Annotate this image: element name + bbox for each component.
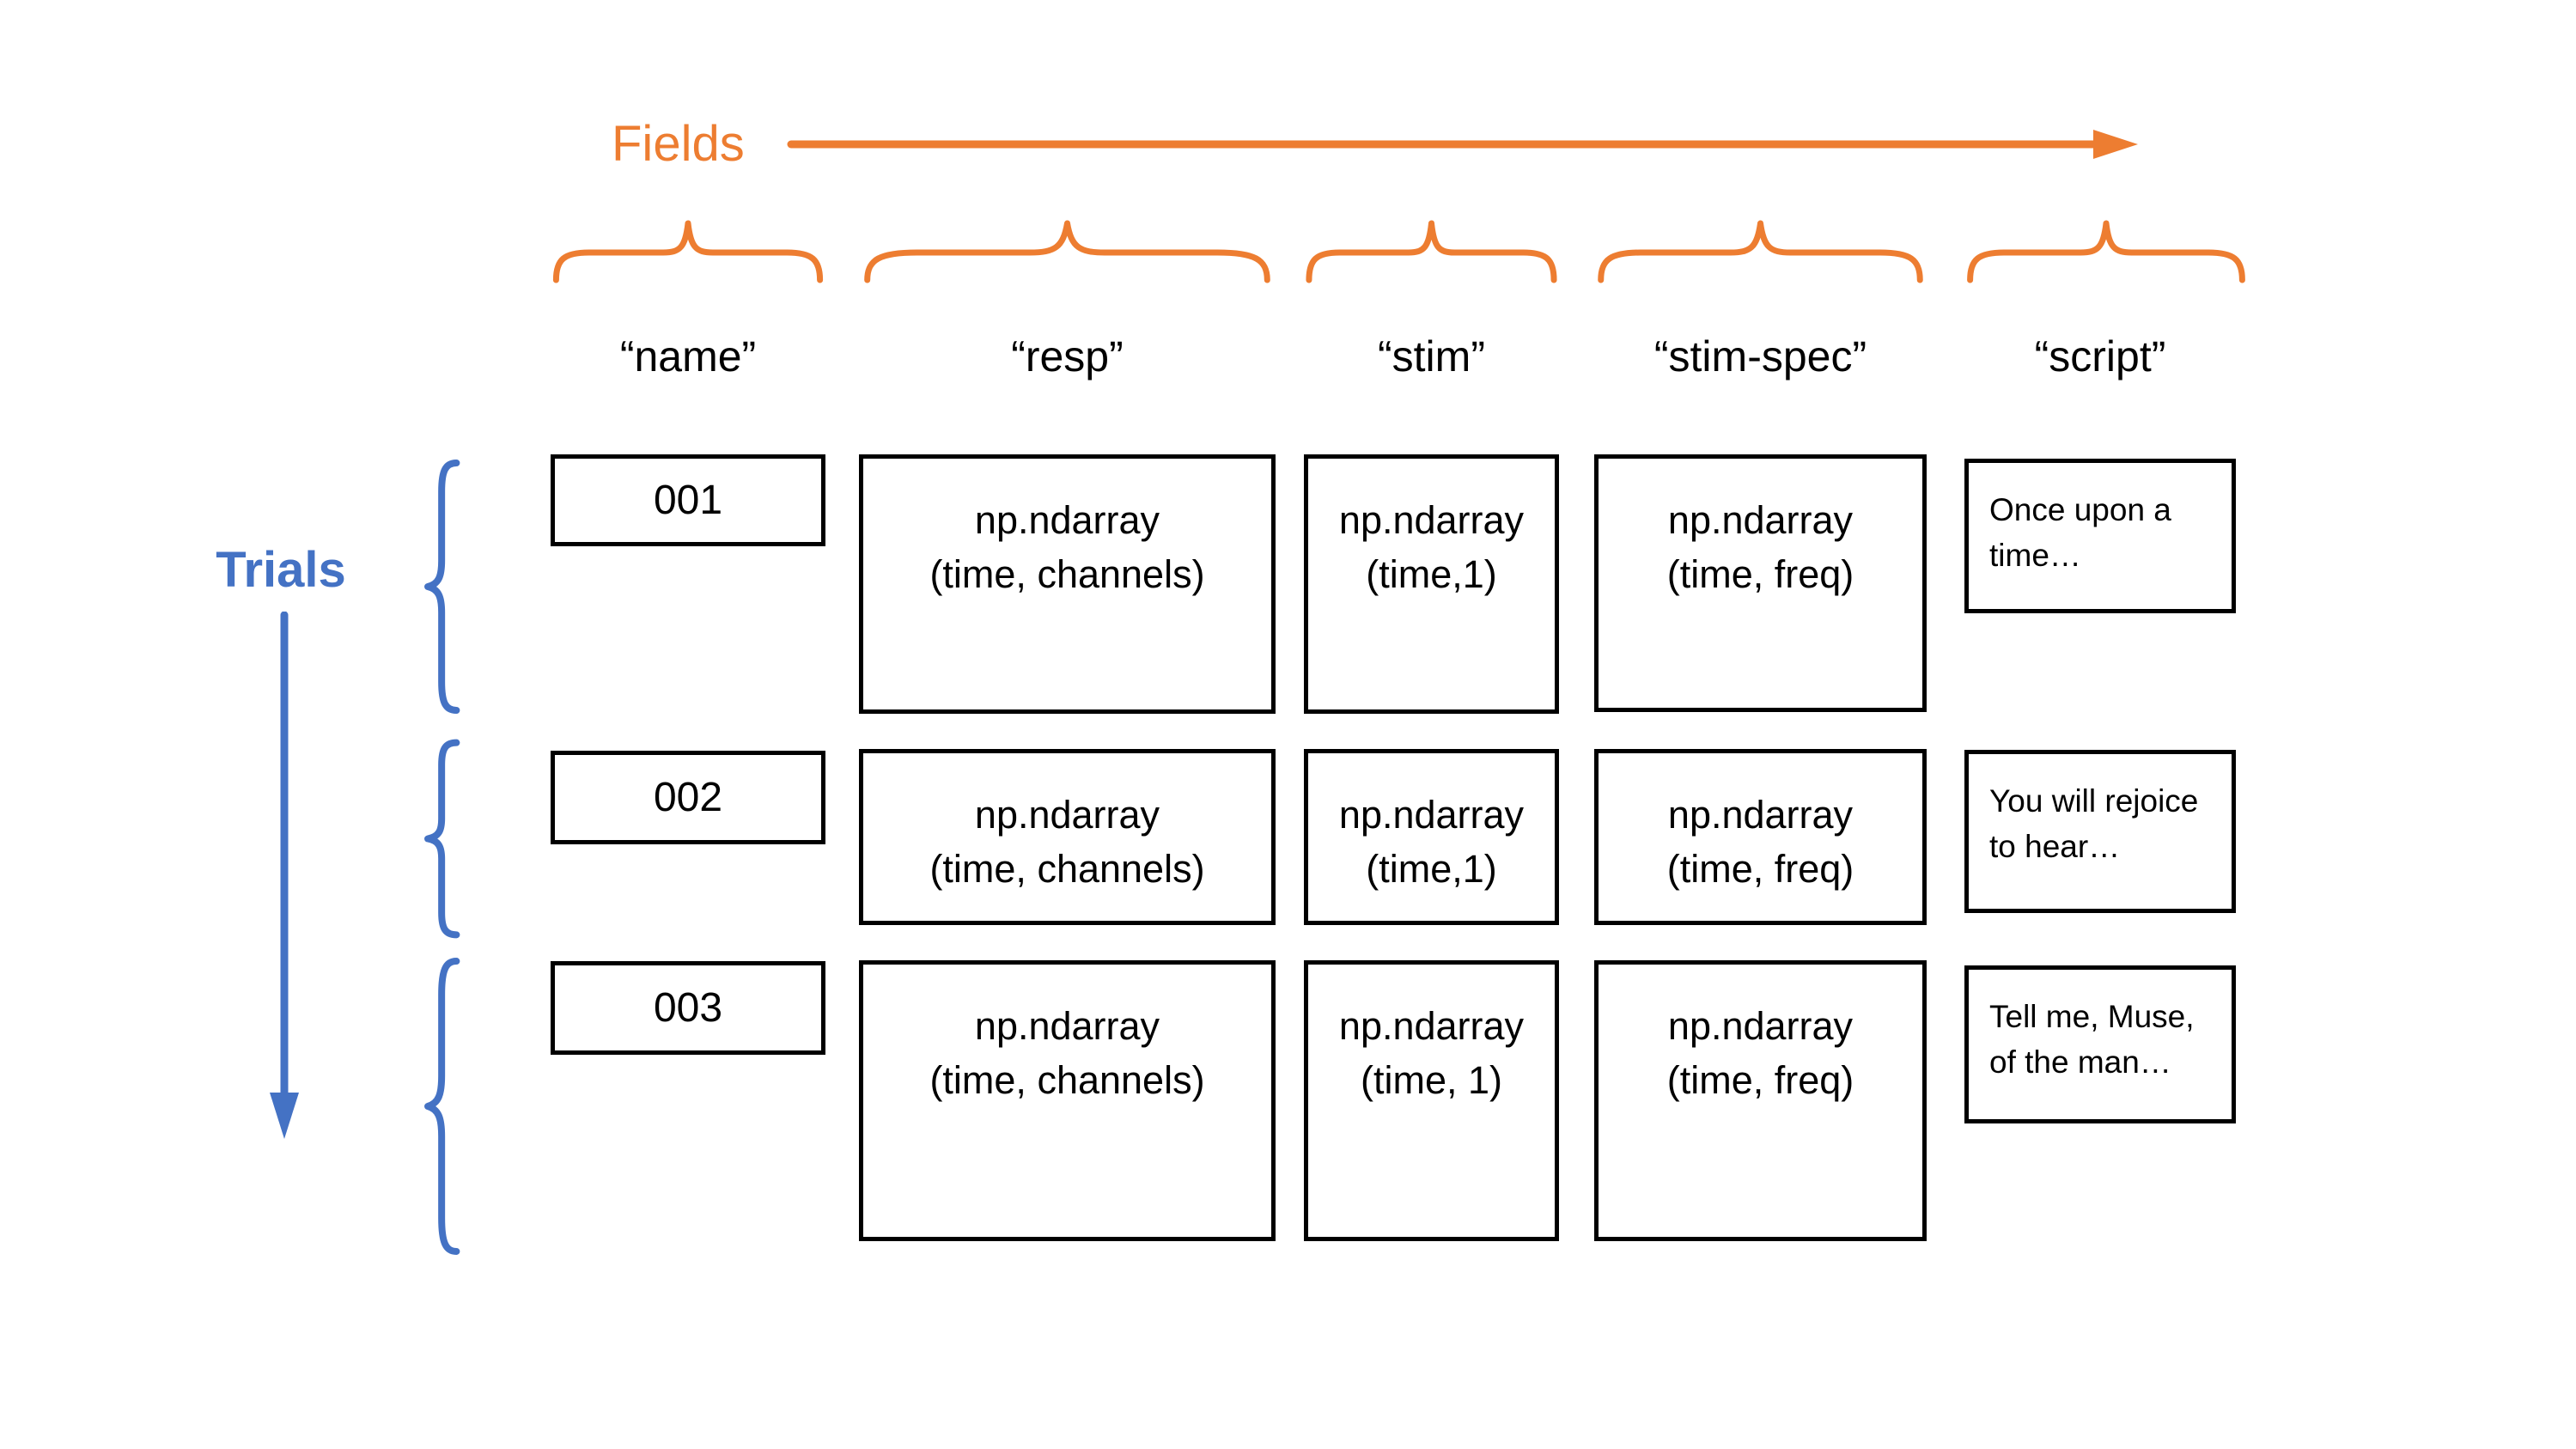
trials-arrow-icon — [270, 612, 299, 1139]
cell-text-line: of the man… — [1989, 1044, 2171, 1080]
cell-text-line: Tell me, Muse, — [1989, 999, 2195, 1034]
cell-text-line: np.ndarray — [974, 1004, 1160, 1048]
cell-text-line: (time, freq) — [1666, 847, 1854, 891]
cell-text-line: time… — [1989, 538, 2081, 573]
cell-text-line: np.ndarray — [1338, 793, 1525, 837]
column-brace-resp-icon — [859, 215, 1276, 283]
column-brace-stim-icon — [1304, 215, 1559, 283]
row-brace-2-icon — [421, 739, 460, 939]
cell-row3-stim: np.ndarray (time, 1) — [1304, 960, 1559, 1241]
cell-text-line: (time,1) — [1366, 552, 1497, 596]
cell-row2-script: You will rejoice to hear… — [1964, 750, 2236, 913]
cell-row2-stim-spec: np.ndarray (time, freq) — [1594, 749, 1927, 925]
cell-row1-stim: np.ndarray (time,1) — [1304, 454, 1559, 714]
cell-text-line: (time, channels) — [929, 847, 1205, 891]
column-header-name: “name” — [619, 332, 757, 381]
cell-row2-stim: np.ndarray (time,1) — [1304, 749, 1559, 925]
cell-text-line: np.ndarray — [974, 498, 1160, 542]
cell-text-line: (time, 1) — [1360, 1058, 1502, 1102]
cell-text-line: You will rejoice — [1989, 783, 2199, 819]
cell-row3-stim-spec: np.ndarray (time, freq) — [1594, 960, 1927, 1241]
fields-arrow-icon — [786, 130, 2138, 159]
row-brace-3-icon — [421, 955, 460, 1257]
cell-row3-resp: np.ndarray (time, channels) — [859, 960, 1276, 1241]
cell-text-line: (time, channels) — [929, 552, 1205, 596]
row-brace-1-icon — [421, 458, 460, 715]
cell-row3-script: Tell me, Muse, of the man… — [1964, 965, 2236, 1123]
cell-row1-resp: np.ndarray (time, channels) — [859, 454, 1276, 714]
cell-text-line: np.ndarray — [1338, 1004, 1525, 1048]
cell-text-line: np.ndarray — [1667, 1004, 1854, 1048]
cell-text-line: np.ndarray — [1667, 498, 1854, 542]
cell-row2-name: 002 — [551, 751, 825, 844]
column-brace-script-icon — [1964, 215, 2248, 283]
column-header-stim-spec: “stim-spec” — [1653, 332, 1867, 381]
cell-text-line: Once upon a — [1989, 492, 2171, 527]
cell-text-line: to hear… — [1989, 829, 2121, 864]
column-brace-stim-spec-icon — [1594, 215, 1927, 283]
cell-text-line: np.ndarray — [1667, 793, 1854, 837]
column-header-resp: “resp” — [1011, 332, 1124, 381]
cell-row1-script: Once upon a time… — [1964, 459, 2236, 613]
cell-text-line: (time, channels) — [929, 1058, 1205, 1102]
column-brace-name-icon — [551, 215, 825, 283]
column-header-script: “script” — [2034, 332, 2166, 381]
cell-row1-name: 001 — [551, 454, 825, 546]
cell-row3-name: 003 — [551, 961, 825, 1055]
cell-text-line: np.ndarray — [1338, 498, 1525, 542]
cell-text-line: (time, freq) — [1666, 552, 1854, 596]
cell-text-line: (time, freq) — [1666, 1058, 1854, 1102]
column-header-stim: “stim” — [1378, 332, 1485, 381]
cell-text-line: np.ndarray — [974, 793, 1160, 837]
cell-row2-resp: np.ndarray (time, channels) — [859, 749, 1276, 925]
cell-row1-stim-spec: np.ndarray (time, freq) — [1594, 454, 1927, 712]
fields-axis-label: Fields — [612, 116, 745, 172]
trials-axis-label: Trials — [216, 542, 346, 598]
cell-text-line: (time,1) — [1366, 847, 1497, 891]
